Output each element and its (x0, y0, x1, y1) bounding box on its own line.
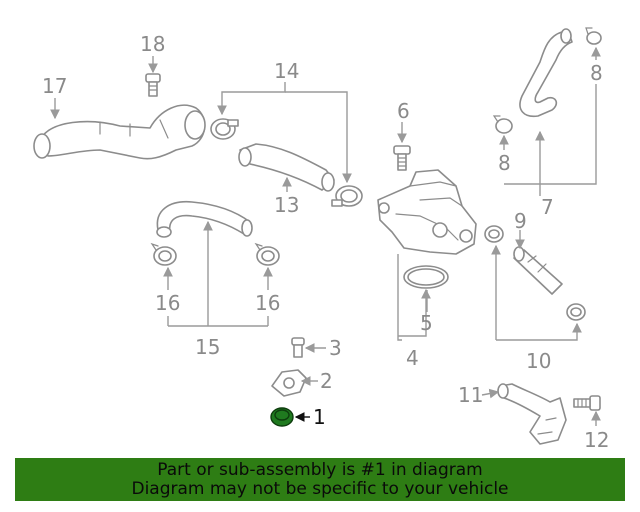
callout-10: 10 (526, 349, 551, 373)
callout-5: 5 (420, 311, 433, 335)
part-1-highlighted (270, 407, 294, 427)
callout-16-right: 16 (255, 291, 280, 315)
hose-13 (238, 143, 335, 192)
pipe-11 (497, 383, 567, 445)
callout-2: 2 (320, 369, 333, 393)
callout-18: 18 (140, 32, 165, 56)
hose-9 (513, 246, 563, 295)
thermostat-housing-4 (377, 169, 477, 255)
callout-8-left: 8 (498, 151, 511, 175)
callout-3: 3 (329, 336, 342, 360)
bolt-6 (393, 145, 411, 171)
hose-15 (156, 201, 253, 238)
hose-clamp-16b (254, 242, 280, 266)
banner-line-1: Part or sub-assembly is #1 in diagram (157, 459, 483, 480)
callout-9: 9 (514, 209, 527, 233)
callout-15: 15 (195, 335, 220, 359)
bolt-18 (145, 73, 161, 97)
bolt-3 (291, 337, 305, 358)
callout-17: 17 (42, 74, 67, 98)
info-banner: Part or sub-assembly is #1 in diagram Di… (15, 458, 625, 501)
hose-clamp-14b (331, 185, 363, 207)
callout-labels: 1 2 3 4 5 6 7 8 8 9 10 11 12 13 14 15 16… (42, 32, 609, 452)
hose-clamp-8b (492, 115, 513, 134)
hose-7 (519, 28, 573, 118)
callout-4: 4 (406, 346, 419, 370)
callout-14: 14 (274, 59, 299, 83)
coolant-pipe-17 (33, 104, 206, 160)
callout-1: 1 (313, 405, 326, 429)
callout-7: 7 (541, 195, 554, 219)
bolt-12 (573, 395, 601, 411)
hose-clamp-16a (150, 242, 177, 266)
hose-clamp-10b (566, 303, 586, 321)
leader-lines (50, 46, 601, 426)
hose-clamp-14a (210, 118, 239, 140)
flange-gasket-2 (271, 369, 307, 397)
parts-diagram: 1 2 3 4 5 6 7 8 8 9 10 11 12 13 14 15 16… (33, 27, 609, 452)
gasket-5 (403, 265, 449, 289)
callout-8-top: 8 (590, 61, 603, 85)
callout-13: 13 (274, 193, 299, 217)
callout-6: 6 (397, 99, 410, 123)
banner-line-2: Diagram may not be specific to your vehi… (131, 478, 509, 499)
callout-11: 11 (458, 383, 483, 407)
hose-clamp-10a (484, 225, 504, 243)
callout-16-left: 16 (155, 291, 180, 315)
callout-12: 12 (584, 428, 609, 452)
hose-clamp-8a (585, 27, 602, 45)
